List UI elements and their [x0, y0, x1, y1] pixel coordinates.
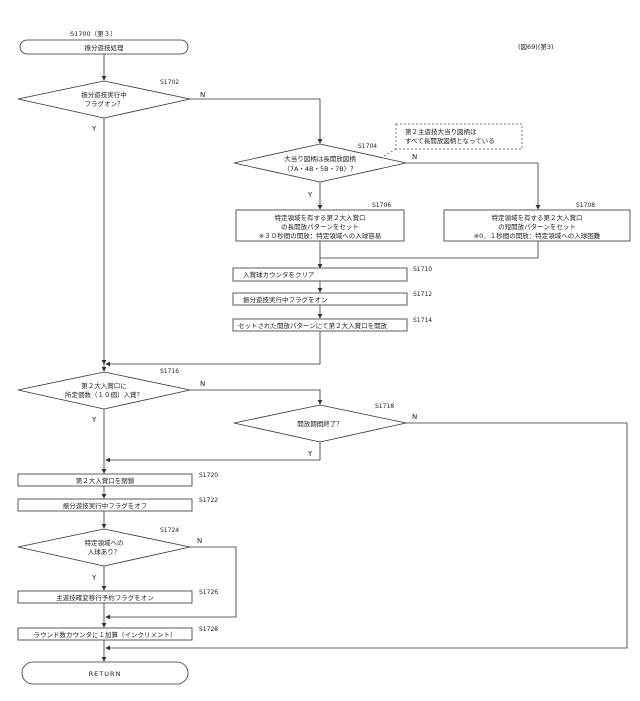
s1720-step-id: S1720	[199, 472, 218, 479]
s1702-text-line2: フラグオン？	[85, 99, 124, 108]
s1718-yes-label: Y	[307, 450, 313, 458]
s1716-yes-label: Y	[91, 416, 97, 424]
s1710-step-id: S1710	[413, 266, 432, 273]
note-line1: 第２主遊技大当り図柄は	[405, 127, 477, 136]
s1722-step-id: S1722	[199, 497, 218, 504]
s1702-no-label: N	[200, 91, 205, 99]
figure-label: (図69)(第3)	[518, 42, 554, 51]
s1704-no-label: N	[412, 153, 417, 161]
s1704-text-line2: （7A・4B・5B・7B）？	[283, 165, 356, 173]
s1716-text-line1: 第２大入賞口に	[81, 381, 127, 390]
s1726-text: 主遊技確変移行予約フラグをオン	[56, 593, 154, 602]
decision-s1716: 第２大入賞口に 所定個数（１０個）入賞？	[18, 372, 190, 409]
s1706-line1: 特定領域を有する第２大入賞口	[275, 213, 366, 222]
s1708-step-id: S1708	[576, 202, 595, 209]
process-s1706: 特定領域を有する第２大入賞口 の長開放パターンをセット ※３０秒間の開放：特定領…	[236, 210, 404, 241]
s1714-text: セットされた開放パターンにて第２大入賞口を開放	[238, 321, 388, 330]
start-label: 振分遊技処理	[85, 43, 125, 52]
s1726-step-id: S1726	[199, 589, 218, 596]
s1708-line3: ※0．１秒間の開放：特定領域への入球困難	[474, 231, 601, 240]
s1716-step-id: S1716	[160, 368, 179, 375]
s1714-step-id: S1714	[413, 317, 432, 324]
s1724-text-line1: 特定領域への	[85, 538, 124, 547]
s1716-no-label: N	[200, 380, 205, 388]
return-label: RETURN	[89, 670, 122, 678]
s1724-yes-label: Y	[91, 574, 97, 582]
s1728-step-id: S1728	[199, 626, 218, 633]
s1712-step-id: S1712	[413, 291, 432, 298]
decision-s1702: 振分遊技実行中 フラグオン？	[18, 81, 190, 118]
s1710-text: 入賞球カウンタをクリア	[243, 270, 315, 279]
s1708-line2: の短開放パターンをセット	[498, 222, 576, 231]
s1712-text: 振分遊技実行中フラグをオン	[243, 295, 328, 304]
decision-s1718: 開放期間終了？	[234, 405, 406, 442]
decision-s1724: 特定領域への 入球あり？	[18, 529, 190, 566]
s1704-text-line1: 大当り図柄は長開放図柄	[284, 154, 356, 163]
s1706-line2: の長開放パターンをセット	[281, 222, 359, 231]
s1724-step-id: S1724	[160, 527, 179, 534]
s1704-step-id: S1704	[358, 143, 377, 150]
s1720-text: 第２大入賞口を閉鎖	[76, 476, 135, 485]
s1702-text-line1: 振分遊技実行中	[81, 90, 127, 99]
s1718-step-id: S1718	[375, 403, 394, 410]
s1702-step-id: S1702	[160, 79, 179, 86]
s1718-text: 開放期間終了？	[297, 419, 343, 428]
s1728-text: ラウンド数カウンタに１加算（インクリメント）	[34, 630, 177, 639]
s1724-text-line2: 入球あり？	[88, 547, 121, 556]
process-s1708: 特定領域を有する第２大入賞口 の短開放パターンをセット ※0．１秒間の開放：特定…	[444, 210, 630, 241]
process-id-label: S1700（第３）	[70, 29, 117, 38]
s1704-yes-label: Y	[307, 191, 313, 199]
s1718-no-label: N	[412, 413, 417, 421]
note-line2: すべて長開放図柄となっている	[405, 136, 495, 145]
s1706-line3: ※３０秒間の開放：特定領域への入球容易	[259, 231, 381, 240]
s1702-yes-label: Y	[91, 125, 97, 133]
s1724-no-label: N	[197, 537, 202, 545]
decision-s1704: 大当り図柄は長開放図柄 （7A・4B・5B・7B）？	[234, 144, 406, 182]
s1716-text-line2: 所定個数（１０個）入賞？	[65, 390, 143, 399]
s1708-line1: 特定領域を有する第２大入賞口	[492, 213, 583, 222]
s1706-step-id: S1706	[372, 202, 391, 209]
s1722-text: 振分遊技実行中フラグをオフ	[63, 501, 148, 510]
